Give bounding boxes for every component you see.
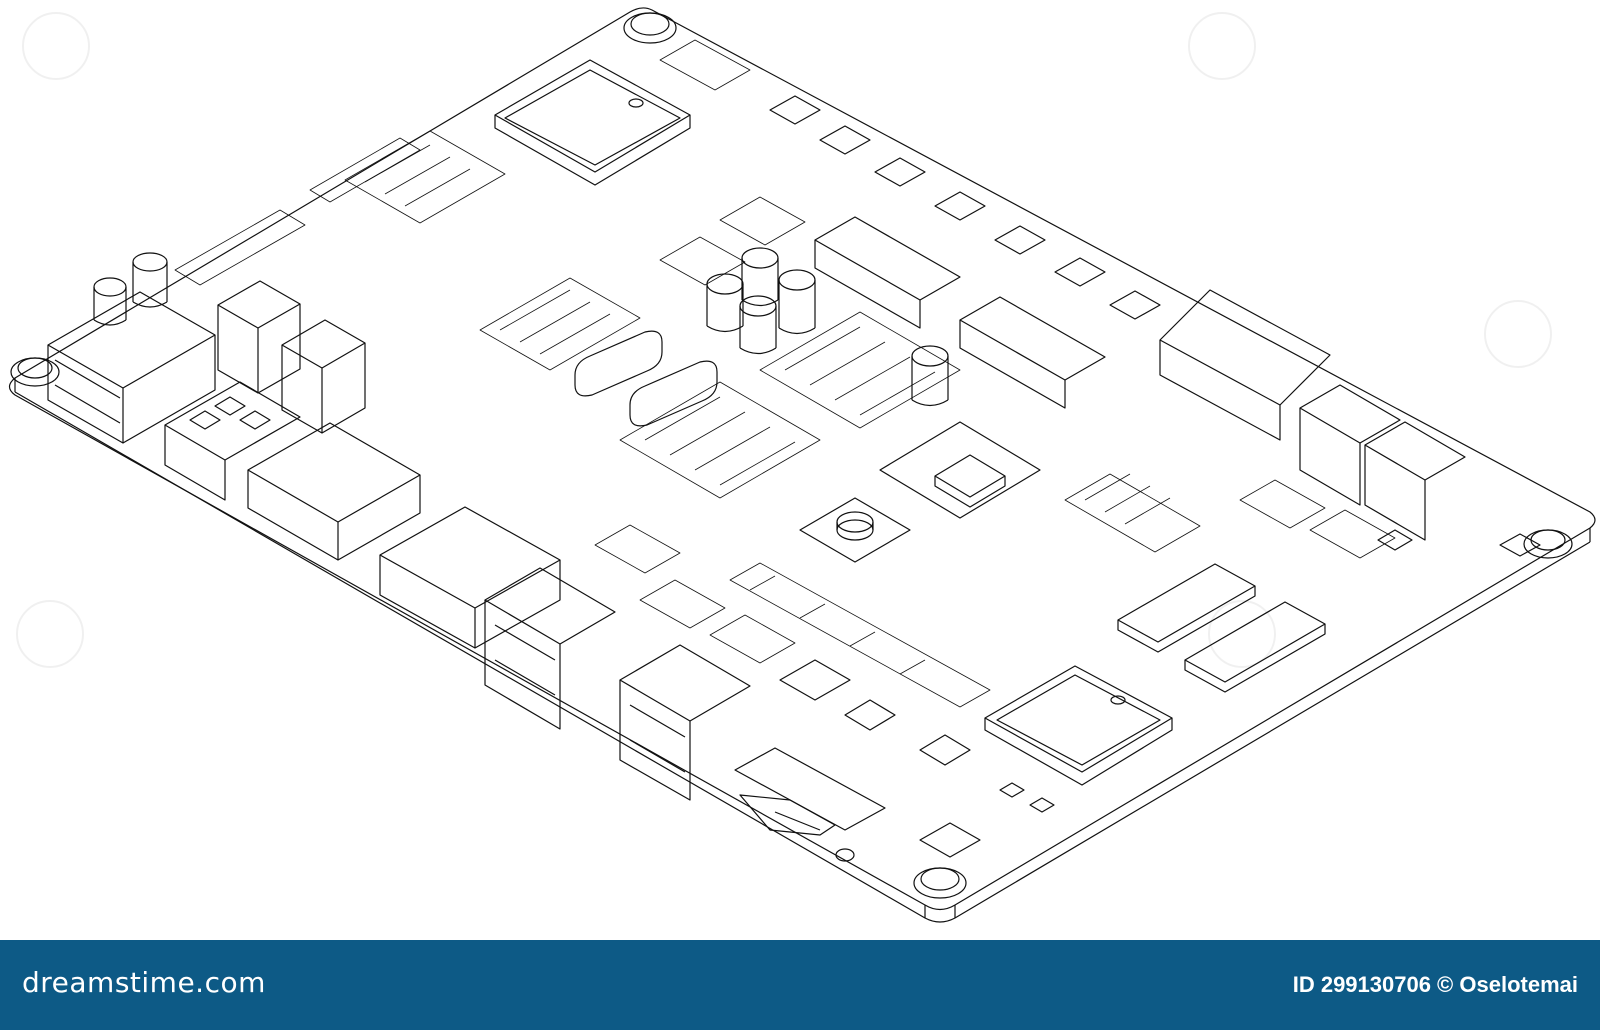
top-right-headers (814, 216, 1106, 409)
top-qfp-chip (494, 59, 691, 186)
board-plate (8, 7, 1596, 923)
circuit-board-illustration (8, 7, 1596, 923)
ports (484, 567, 751, 801)
capacitors (93, 247, 949, 407)
push-button (799, 497, 911, 563)
mounting-holes (10, 12, 1573, 899)
small-components (779, 529, 1541, 858)
tall-blocks (217, 280, 366, 434)
image-credit: ID 299130706 © Oselotemai (1292, 972, 1578, 997)
footer-bar: dreamstime.com ID 299130706 © Oselotemai (0, 940, 1600, 1030)
left-connectors (47, 291, 301, 501)
bottom-qfp-chip (984, 665, 1173, 786)
small-chip-row (769, 95, 1161, 320)
pads (594, 39, 1396, 664)
brand-logo[interactable]: dreamstime.com (22, 966, 266, 999)
right-blocks (1159, 289, 1466, 541)
db9-connector (734, 747, 886, 862)
header-connectors (247, 422, 561, 649)
spiral-watermark-icon (1188, 12, 1256, 80)
spiral-watermark-icon (1208, 600, 1276, 668)
spiral-watermark-icon (1484, 300, 1552, 368)
crystals (574, 330, 718, 427)
component-grids (174, 130, 1201, 708)
dip-chips (1117, 563, 1326, 693)
center-micro-chip (879, 421, 1041, 519)
spiral-watermark-icon (16, 600, 84, 668)
spiral-watermark-icon (22, 12, 90, 80)
